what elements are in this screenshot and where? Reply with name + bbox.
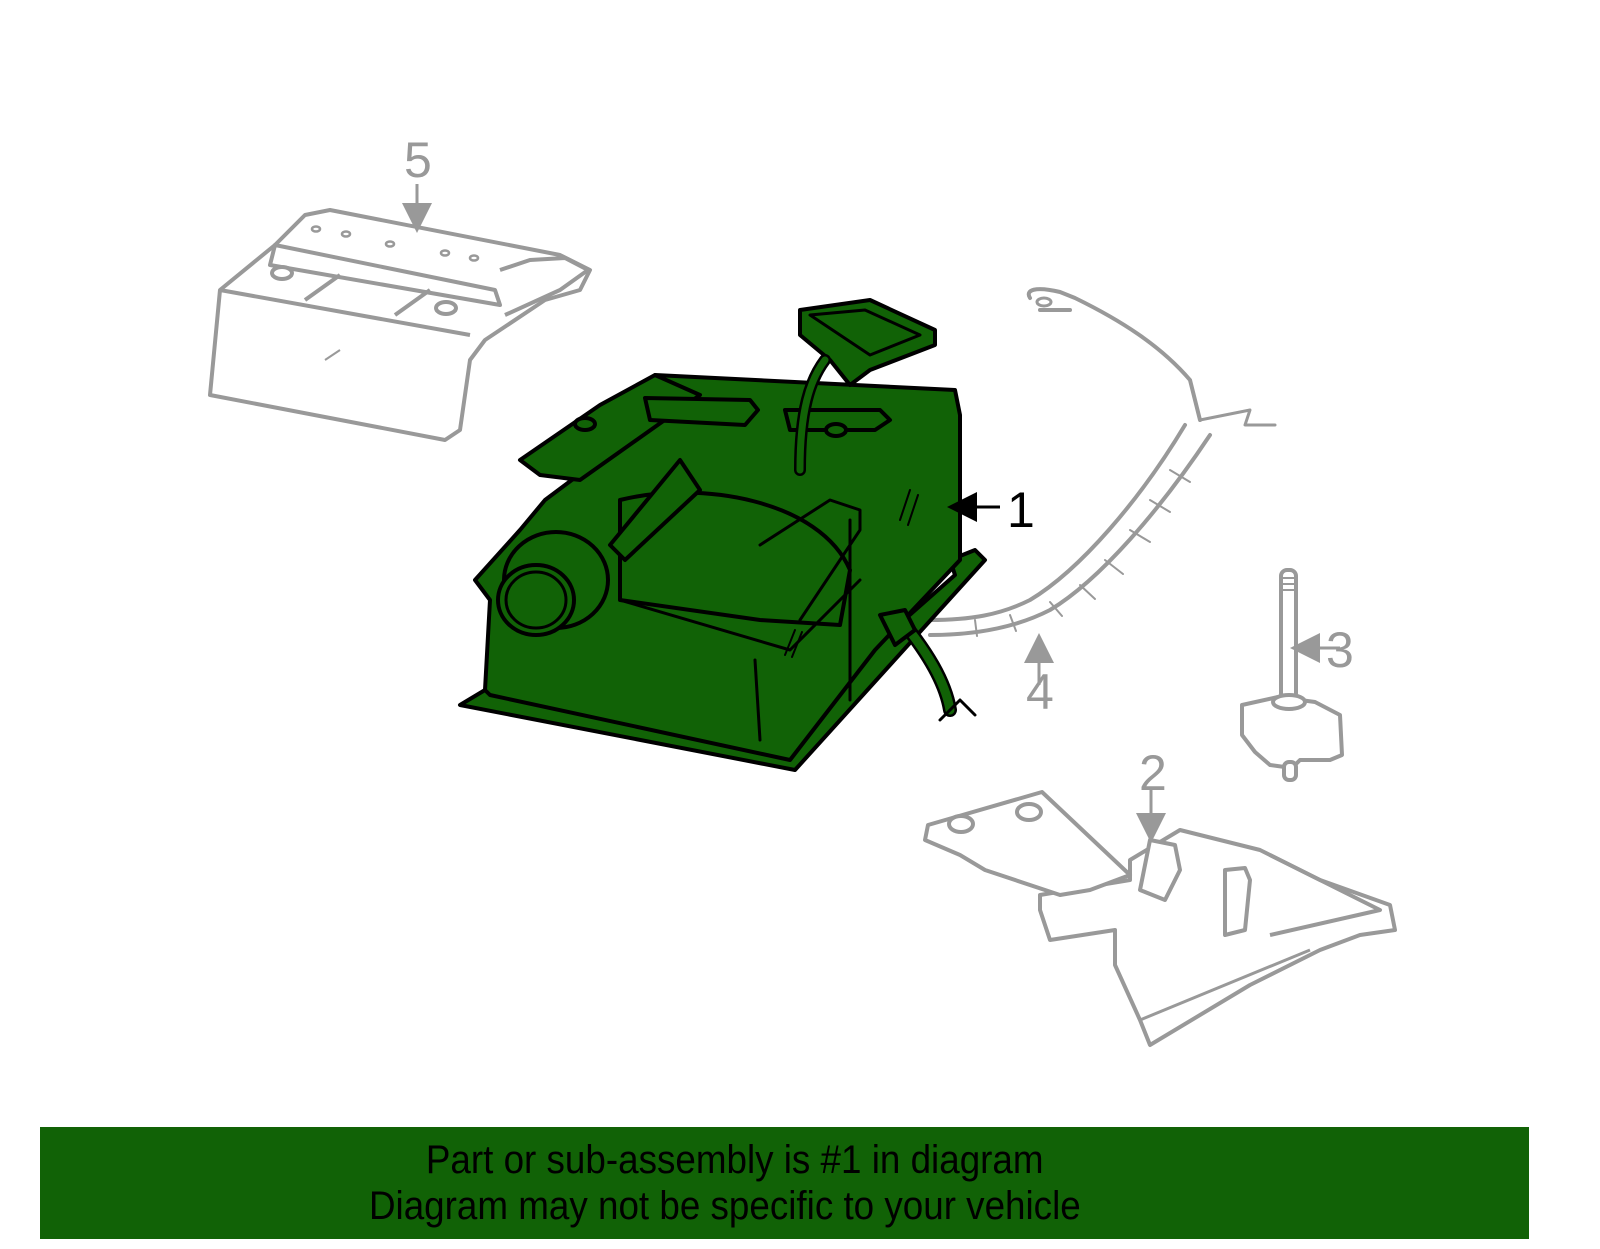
banner-line-disclaimer: Diagram may not be specific to your vehi… <box>368 1184 1081 1228</box>
callout-4-label: 4 <box>1026 664 1054 720</box>
callout-1-label: 1 <box>1007 482 1035 538</box>
callout-3-label: 3 <box>1326 622 1354 678</box>
info-banner: Part or sub-assembly is #1 in diagram Di… <box>40 1127 1529 1239</box>
part-5-bracket[interactable] <box>208 208 592 442</box>
banner-line-part-number: Part or sub-assembly is #1 in diagram <box>425 1138 1044 1182</box>
callout-5-label: 5 <box>404 132 432 188</box>
parts-diagram: 5 1 3 4 2 <box>208 132 1397 1047</box>
part-2-tray[interactable] <box>923 790 1397 1047</box>
callout-2-label: 2 <box>1139 745 1167 801</box>
part-1-assembly[interactable] <box>458 298 987 772</box>
part-4-cable[interactable] <box>928 287 1277 637</box>
part-3-stud[interactable] <box>1240 568 1344 782</box>
